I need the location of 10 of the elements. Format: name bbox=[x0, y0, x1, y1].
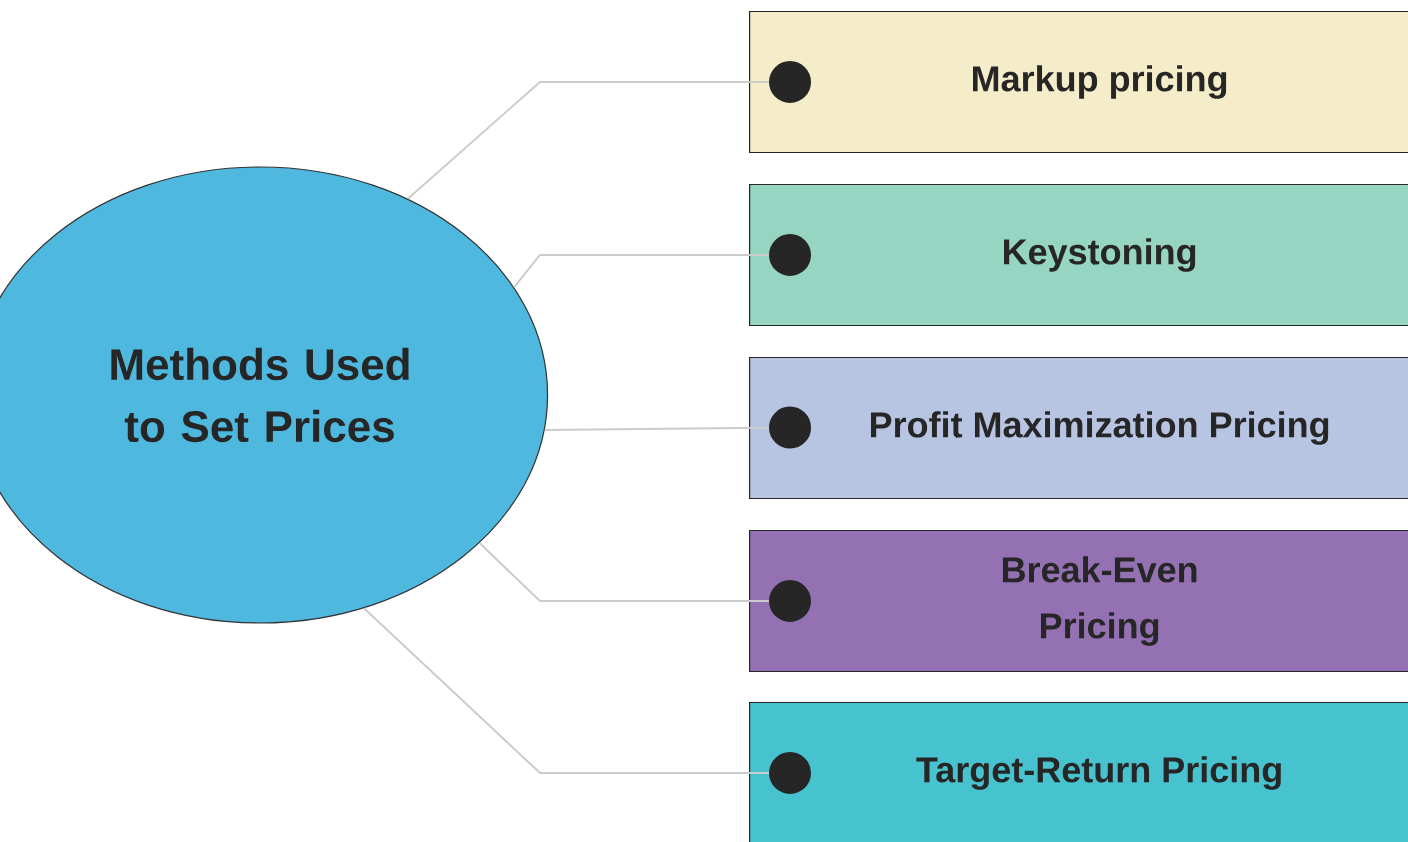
method-box: Profit Maximization Pricing bbox=[749, 356, 1408, 500]
connector-line bbox=[513, 234, 811, 289]
method-box: Keystoning bbox=[749, 183, 1408, 327]
method-box: Target-Return Pricing bbox=[749, 701, 1408, 842]
connector-line bbox=[478, 542, 811, 622]
method-box: Markup pricing bbox=[749, 10, 1408, 154]
connector-line bbox=[363, 607, 811, 794]
method-box: Break-Even Pricing bbox=[749, 529, 1408, 673]
connector-line bbox=[406, 61, 811, 200]
connector-line bbox=[543, 406, 811, 449]
